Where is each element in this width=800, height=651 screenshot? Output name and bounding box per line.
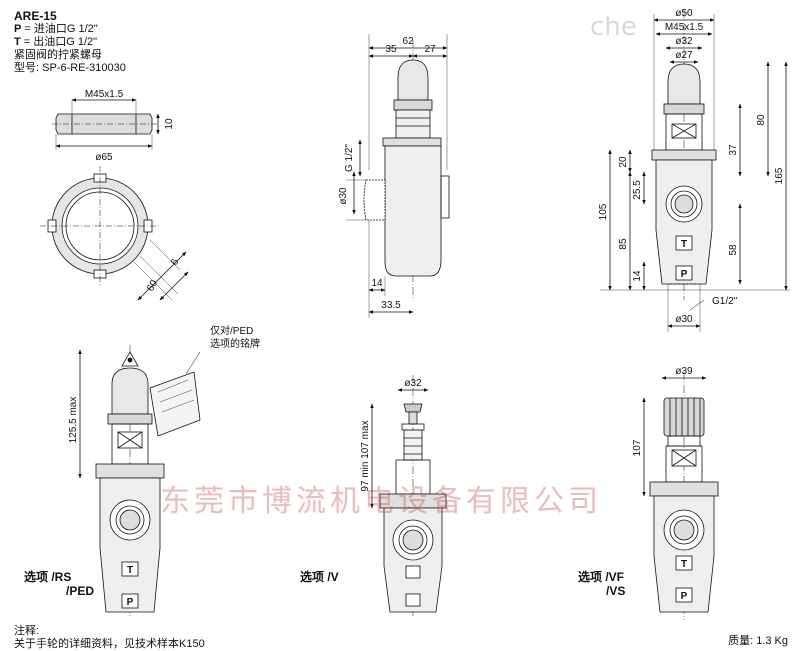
nut-height-label: 10 — [164, 118, 175, 130]
option-vf-label: 选项 /VF — [578, 570, 625, 584]
front-p-port: P — [681, 269, 688, 280]
side-dim-14: 14 — [371, 278, 383, 289]
p-text: = 进油口G 1/2" — [21, 23, 98, 35]
option-vs-label: /VS — [606, 584, 626, 598]
drawing-title: ARE-15 — [14, 9, 57, 23]
front-dia27: ø27 — [675, 50, 693, 61]
nut-side-view — [52, 98, 160, 150]
option-vf-view — [642, 372, 719, 620]
front-h20: 20 — [618, 156, 629, 168]
p-key: P — [14, 23, 22, 35]
port-p-line: P = 进油口G 1/2" — [14, 23, 126, 36]
front-dia32: ø32 — [675, 36, 693, 47]
side-port-thread: G 1/2" — [344, 144, 355, 172]
notes-line-1: 关于手轮的详细资料，见技术样本K150 — [14, 638, 205, 650]
side-left-width: 35 — [385, 44, 397, 55]
rs-p-port: P — [127, 597, 134, 608]
option-v-view — [370, 375, 447, 616]
rs-plate-note-2: 选项的铭牌 — [210, 337, 260, 350]
option-rs-caption: 选项 /RS /PED — [24, 570, 94, 598]
front-h105: 105 — [598, 203, 609, 220]
front-h25-5: 25.5 — [632, 180, 643, 200]
v-min-max: 97 min 107 max — [360, 420, 371, 491]
front-h14: 14 — [632, 270, 643, 282]
vf-h107: 107 — [632, 439, 643, 456]
front-h165: 165 — [774, 167, 785, 184]
vf-t-port: T — [681, 559, 687, 570]
t-text: = 出油口G 1/2" — [20, 36, 98, 48]
front-port-thread: G1/2" — [712, 296, 738, 307]
front-dia30: ø30 — [675, 314, 693, 325]
rs-plate-note-1: 仅对/PED — [210, 324, 253, 337]
nut-slot-label: 6 — [169, 257, 182, 268]
front-dia50: ø50 — [675, 8, 693, 19]
front-t-port: T — [681, 239, 687, 250]
front-thread: M45x1.5 — [665, 22, 704, 33]
v-dia32: ø32 — [404, 378, 422, 389]
notes-block: 注释: 关于手轮的详细资料，见技术样本K150 — [14, 625, 205, 651]
front-h85: 85 — [618, 238, 629, 250]
watermark-corner: che — [590, 12, 637, 42]
valve-side-view — [346, 34, 450, 318]
vf-dia39: ø39 — [675, 366, 693, 377]
model-number: 型号: SP-6-RE-310030 — [14, 62, 126, 74]
front-h80: 80 — [756, 114, 767, 126]
header-block: ARE-15 P = 进油口G 1/2" T = 出油口G 1/2" 紧固阀的拧… — [14, 10, 126, 75]
side-total-width: 62 — [402, 36, 414, 47]
option-v-label: 选项 /V — [300, 570, 339, 584]
nut-width-label: 60 — [145, 278, 160, 294]
side-right-width: 27 — [424, 44, 436, 55]
side-dia30: ø30 — [338, 187, 349, 205]
nut-caption: 紧固阀的拧紧螺母 — [14, 49, 102, 61]
front-h58: 58 — [728, 244, 739, 256]
valve-front-view — [600, 10, 790, 332]
nut-thread-label: M45x1.5 — [85, 89, 124, 100]
rs-height-max: 125.5 max — [68, 397, 79, 444]
notes-title: 注释: — [14, 625, 40, 637]
vf-p-port: P — [681, 591, 688, 602]
option-vf-caption: 选项 /VF /VS — [578, 570, 625, 598]
t-key: T — [14, 36, 21, 48]
port-t-line: T = 出油口G 1/2" — [14, 36, 126, 49]
side-dim-33-5: 33.5 — [381, 300, 401, 311]
nut-top-view — [40, 166, 189, 301]
rs-t-port: T — [127, 565, 133, 576]
option-rs-label: 选项 /RS — [24, 570, 72, 584]
front-h37: 37 — [728, 144, 739, 156]
option-ped-label: /PED — [66, 584, 95, 598]
watermark-text: 东莞市博流机电设备有限公司 — [160, 484, 602, 519]
option-rs-view — [78, 345, 201, 618]
mass-label: 质量: 1.3 Kg — [728, 635, 788, 647]
nut-dia-label: ø65 — [95, 152, 113, 163]
